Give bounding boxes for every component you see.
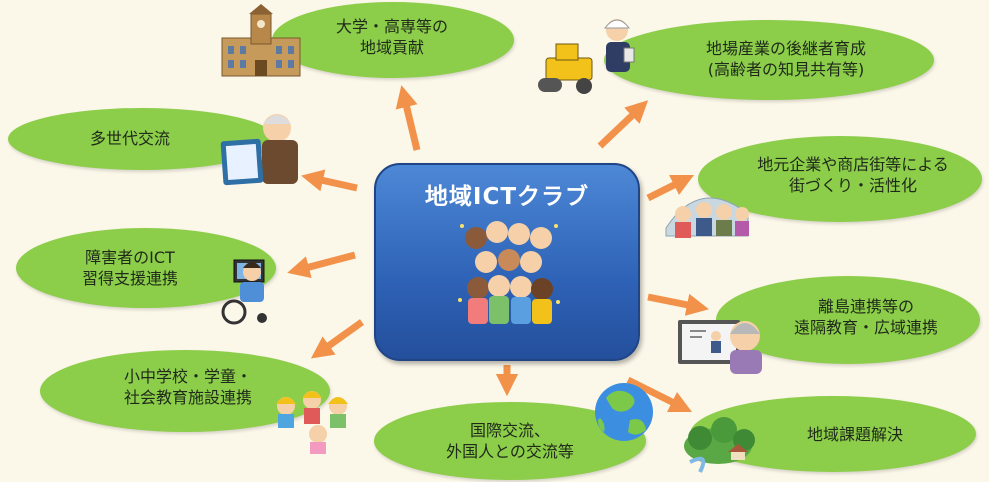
node-disabilities-line1: 障害者のICT — [85, 248, 175, 267]
node-local-business — [698, 136, 982, 222]
wheelchair-pc-user-icon — [221, 259, 267, 325]
node-disabilities-line2: 習得支援連携 — [81, 269, 178, 288]
hub-title: 地域ICTクラブ — [424, 184, 590, 210]
arrow-islands — [647, 293, 709, 316]
node-university — [272, 2, 514, 78]
node-local-business-text: 地元企業や商店街等による 街づくり・活性化 — [718, 154, 988, 196]
globe-icon — [595, 383, 653, 441]
road-roller-worker-icon — [538, 19, 635, 94]
node-university-line1: 大学・高専等の — [335, 17, 448, 36]
node-islands-line2: 遠隔教育・広域連携 — [793, 318, 938, 337]
node-succession-line2: (高齢者の知見共有等) — [707, 60, 865, 79]
shop-street-people-icon — [665, 197, 749, 238]
remote-teacher-grandma-icon — [678, 320, 762, 374]
node-university-line2: 地域貢献 — [359, 38, 424, 57]
node-generations-line1: 多世代交流 — [89, 129, 170, 148]
node-international-line2: 外国人との交流等 — [446, 442, 574, 461]
arrow-local-business — [646, 174, 695, 202]
node-local-business-line1: 地元企業や商店街等による — [757, 155, 949, 174]
village-forest-icon — [684, 417, 755, 473]
node-schools-line1: 小中学校・学童・ — [123, 367, 252, 386]
arrow-schools — [310, 319, 365, 359]
node-local-business-line2: 街づくり・活性化 — [788, 176, 917, 195]
node-regional-issues-text: 地域課題解決 — [770, 424, 940, 445]
arrow-regional-issues — [626, 376, 693, 413]
node-disabilities-text: 障害者のICT 習得支援連携 — [40, 247, 220, 289]
node-schools-line2: 社会教育施設連携 — [123, 388, 252, 407]
arrow-succession — [597, 100, 649, 149]
node-disabilities — [16, 228, 276, 308]
elderly-man-tablet-icon — [220, 114, 298, 186]
node-islands-line1: 離島連携等の — [817, 297, 914, 316]
node-schools-text: 小中学校・学童・ 社会教育施設連携 — [88, 366, 288, 408]
university-building-icon — [221, 4, 301, 77]
node-international-text: 国際交流、 外国人との交流等 — [410, 420, 610, 462]
node-succession-text: 地場産業の後継者育成 (高齢者の知見共有等) — [636, 38, 936, 80]
children-crowd-icon — [458, 221, 560, 324]
node-university-text: 大学・高専等の 地域貢献 — [292, 16, 492, 58]
node-islands-text: 離島連携等の 遠隔教育・広域連携 — [766, 296, 966, 338]
arrow-university — [395, 85, 421, 151]
node-succession — [604, 20, 934, 100]
node-international-line1: 国際交流、 — [469, 421, 550, 440]
node-succession-line1: 地場産業の後継者育成 — [705, 39, 866, 58]
arrow-generations — [301, 169, 358, 192]
school-children-helmets-icon — [276, 391, 348, 454]
arrow-disabilities — [287, 251, 356, 278]
node-islands — [716, 276, 980, 364]
node-regional-issues-line1: 地域課題解決 — [806, 425, 903, 444]
node-generations-text: 多世代交流 — [40, 128, 220, 149]
